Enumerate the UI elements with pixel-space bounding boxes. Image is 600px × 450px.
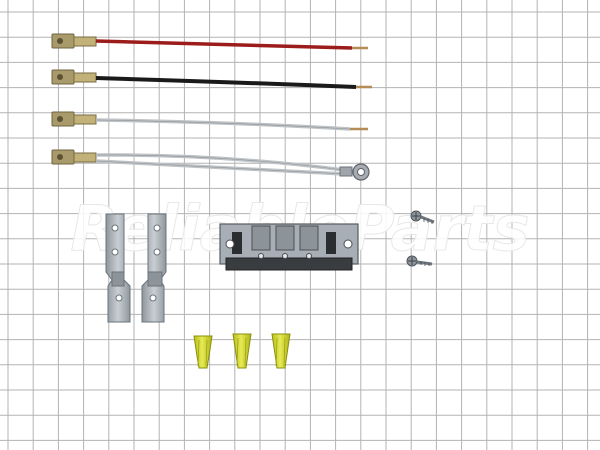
wire-nut-3 <box>271 333 291 369</box>
terminal-wire-gray <box>51 111 368 131</box>
mounting-bracket-left <box>105 213 131 323</box>
terminal-wire-red <box>51 33 368 50</box>
terminal-wire-gray-ring <box>51 149 370 181</box>
wire-nut-1 <box>193 335 213 369</box>
screw-lower <box>406 255 433 267</box>
wire-nut-2 <box>232 333 252 369</box>
terminal-wire-black <box>51 69 372 89</box>
mounting-bracket-right <box>141 213 167 323</box>
screw-upper <box>410 210 435 224</box>
terminal-block <box>219 223 359 271</box>
